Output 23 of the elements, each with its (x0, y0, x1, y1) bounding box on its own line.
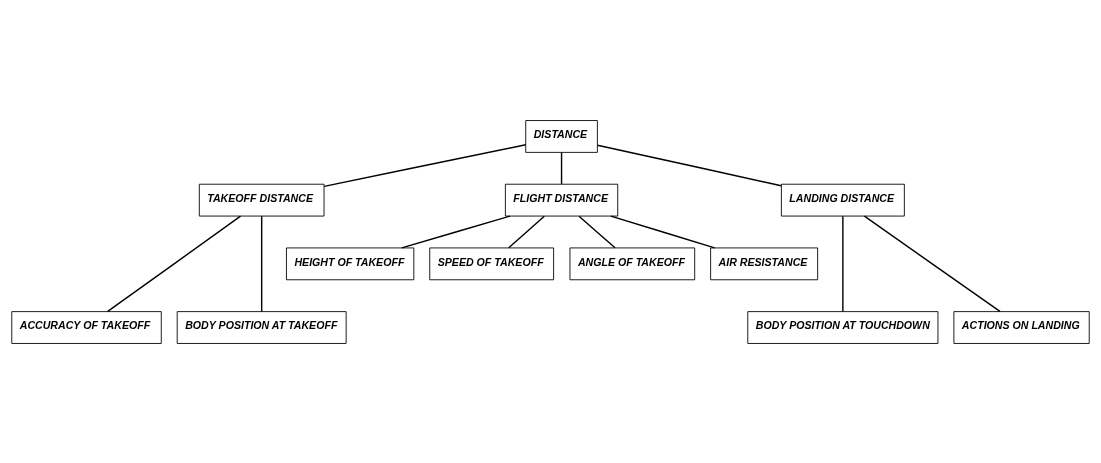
node-box: ACCURACY OF TAKEOFF (11, 310, 162, 344)
node-box: TAKEOFF DISTANCE (198, 183, 325, 216)
node-box: AIR RESISTANCE (710, 247, 819, 280)
node-box: BODY POSITION AT TOUCHDOWN (747, 310, 939, 344)
node-box: FLIGHT DISTANCE (504, 183, 619, 216)
node-box: ACTIONS ON LANDING (953, 310, 1090, 344)
connector (508, 215, 545, 249)
connector (401, 214, 511, 249)
connector (323, 143, 527, 187)
node-box: HEIGHT OF TAKEOFF (286, 247, 415, 280)
connector (107, 215, 242, 312)
connector (560, 151, 563, 185)
node-box: BODY POSITION AT TAKEOFF (176, 310, 347, 344)
node-box: DISTANCE (525, 119, 598, 153)
connector (610, 214, 716, 249)
node-box: SPEED OF TAKEOFF (429, 247, 555, 280)
connector (260, 215, 263, 312)
connector (578, 215, 616, 249)
connector (842, 215, 844, 312)
connector (596, 144, 782, 186)
node-box: ANGLE OF TAKEOFF (569, 247, 696, 280)
connector (863, 215, 1001, 312)
node-box: LANDING DISTANCE (780, 183, 905, 216)
